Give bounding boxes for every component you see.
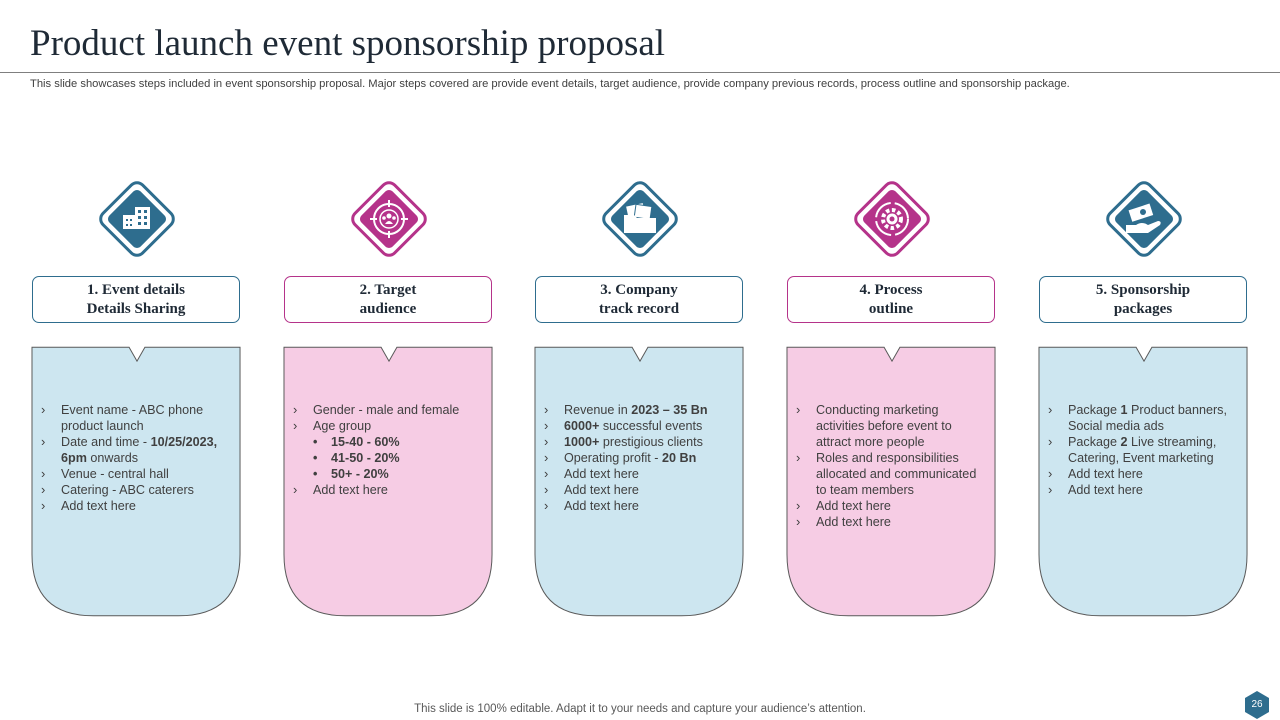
- list-item-text: Add text here: [816, 499, 891, 513]
- list-item: Package 2 Live streaming, Catering, Even…: [1046, 434, 1236, 466]
- step-1-details: Event name - ABC phone product launchDat…: [39, 402, 229, 514]
- step-5-label: 5. Sponsorship packages: [1095, 281, 1191, 317]
- list-item-text: 1000+: [564, 435, 600, 449]
- list-item: Add text here: [794, 514, 984, 530]
- list-item-text: 2023 – 35 Bn: [631, 403, 708, 417]
- step-4-label-box: 4. Process outline: [787, 276, 995, 323]
- list-item: Add text here: [291, 482, 481, 498]
- folder-icon: [602, 181, 678, 257]
- list-item-text: 10/25/2023, 6pm: [61, 435, 218, 465]
- list-item: 6000+ successful events: [542, 418, 732, 434]
- list-item: Event name - ABC phone product launch: [39, 402, 229, 434]
- step-3: 3. Company track recordRevenue in 2023 –…: [534, 0, 746, 720]
- list-item-text: Venue - central hall: [61, 467, 169, 481]
- list-item-text: Event name - ABC phone product launch: [61, 403, 204, 433]
- list-item-text: Add text here: [313, 483, 388, 497]
- title-divider: [0, 72, 1280, 73]
- step-3-label-box: 3. Company track record: [535, 276, 743, 323]
- list-item: Package 1 Product banners, Social media …: [1046, 402, 1236, 434]
- list-item: 15-40 - 60%: [291, 434, 481, 450]
- list-item-text: Add text here: [564, 483, 639, 497]
- list-item-text: 50+ - 20%: [331, 467, 389, 481]
- list-item: Add text here: [542, 498, 732, 514]
- list-item-text: Package: [1068, 403, 1121, 417]
- step-2-badge: [344, 174, 434, 264]
- slide-title: Product launch event sponsorship proposa…: [30, 23, 666, 64]
- list-item-text: Live streaming, Catering, Event marketin…: [1068, 435, 1217, 465]
- list-item: Catering - ABC caterers: [39, 482, 229, 498]
- step-3-badge: [595, 174, 685, 264]
- list-item-text: 41-50 - 20%: [331, 451, 400, 465]
- list-item: Revenue in 2023 – 35 Bn: [542, 402, 732, 418]
- step-2-label: 2. Target audience: [359, 281, 417, 317]
- step-2-label-box: 2. Target audience: [284, 276, 492, 323]
- slide-subtitle: This slide showcases steps included in e…: [30, 78, 1070, 90]
- list-item-text: Gender - male and female: [313, 403, 460, 417]
- list-item-text: Add text here: [564, 499, 639, 513]
- step-1-badge: [92, 174, 182, 264]
- building-icon: [99, 181, 175, 257]
- list-item-text: Age group: [313, 419, 372, 433]
- list-item: Gender - male and female: [291, 402, 481, 418]
- step-4-label: 4. Process outline: [859, 281, 923, 317]
- list-item-text: 1: [1120, 403, 1128, 417]
- step-5-label-box: 5. Sponsorship packages: [1039, 276, 1247, 323]
- list-item-text: 15-40 - 60%: [331, 435, 400, 449]
- step-3-label: 3. Company track record: [598, 281, 680, 317]
- page-number-badge: 26: [1242, 690, 1272, 720]
- list-item: Roles and responsibilities allocated and…: [794, 450, 984, 498]
- list-item-text: Conducting marketing activities before e…: [816, 403, 952, 449]
- step-2-details: Gender - male and femaleAge group 15-40 -…: [291, 402, 481, 498]
- list-item: Add text here: [794, 498, 984, 514]
- list-item-text: Revenue in: [564, 403, 632, 417]
- list-item-text: Date and time -: [61, 435, 151, 449]
- step-1-label-box: 1. Event details Details Sharing: [32, 276, 240, 323]
- step-1-label: 1. Event details Details Sharing: [86, 281, 186, 317]
- list-item: Venue - central hall: [39, 466, 229, 482]
- list-item-text: 6000+: [564, 419, 600, 433]
- list-item: Date and time - 10/25/2023, 6pm onwards: [39, 434, 229, 466]
- list-item: Add text here: [542, 466, 732, 482]
- list-item-text: successful events: [599, 419, 703, 433]
- list-item-text: Add text here: [816, 515, 891, 529]
- step-5: 5. Sponsorship packagesPackage 1 Product…: [1038, 0, 1250, 720]
- step-2: 2. Target audienceGender - male and fema…: [283, 0, 495, 720]
- money-hand-icon: [1106, 181, 1182, 257]
- list-item-text: Add text here: [1068, 467, 1143, 481]
- list-item-text: Add text here: [564, 467, 639, 481]
- step-4-details: Conducting marketing activities before e…: [794, 402, 984, 530]
- target-audience-icon: [351, 181, 427, 257]
- footer-note: This slide is 100% editable. Adapt it to…: [414, 703, 866, 715]
- step-5-details: Package 1 Product banners, Social media …: [1046, 402, 1236, 498]
- list-item: Add text here: [1046, 466, 1236, 482]
- list-item: 41-50 - 20%: [291, 450, 481, 466]
- list-item-text: onwards: [86, 451, 139, 465]
- list-item: Conducting marketing activities before e…: [794, 402, 984, 450]
- list-item-text: Add text here: [1068, 483, 1143, 497]
- list-item: 1000+ prestigious clients: [542, 434, 732, 450]
- process-gear-icon: [854, 181, 930, 257]
- step-4: 4. Process outlineConducting marketing a…: [786, 0, 998, 720]
- list-item: Add text here: [542, 482, 732, 498]
- step-1: 1. Event details Details SharingEvent na…: [31, 0, 243, 720]
- list-item-text: 20 Bn: [662, 451, 697, 465]
- list-item-text: Product banners, Social media ads: [1068, 403, 1227, 433]
- list-item-text: Operating profit -: [564, 451, 662, 465]
- list-item-text: Catering - ABC caterers: [61, 483, 194, 497]
- list-item-text: Roles and responsibilities allocated and…: [816, 451, 977, 497]
- list-item-text: Package: [1068, 435, 1121, 449]
- step-4-badge: [847, 174, 937, 264]
- list-item: 50+ - 20%: [291, 466, 481, 482]
- list-item-text: prestigious clients: [599, 435, 703, 449]
- list-item: Operating profit - 20 Bn: [542, 450, 732, 466]
- list-item-text: 2: [1120, 435, 1128, 449]
- page-number: 26: [1251, 699, 1263, 710]
- list-item: Age group: [291, 418, 481, 434]
- list-item-text: Add text here: [61, 499, 136, 513]
- step-3-details: Revenue in 2023 – 35 Bn6000+ successful …: [542, 402, 732, 514]
- page-number-hexagon: [1245, 691, 1269, 719]
- step-5-badge: [1099, 174, 1189, 264]
- list-item: Add text here: [39, 498, 229, 514]
- list-item: Add text here: [1046, 482, 1236, 498]
